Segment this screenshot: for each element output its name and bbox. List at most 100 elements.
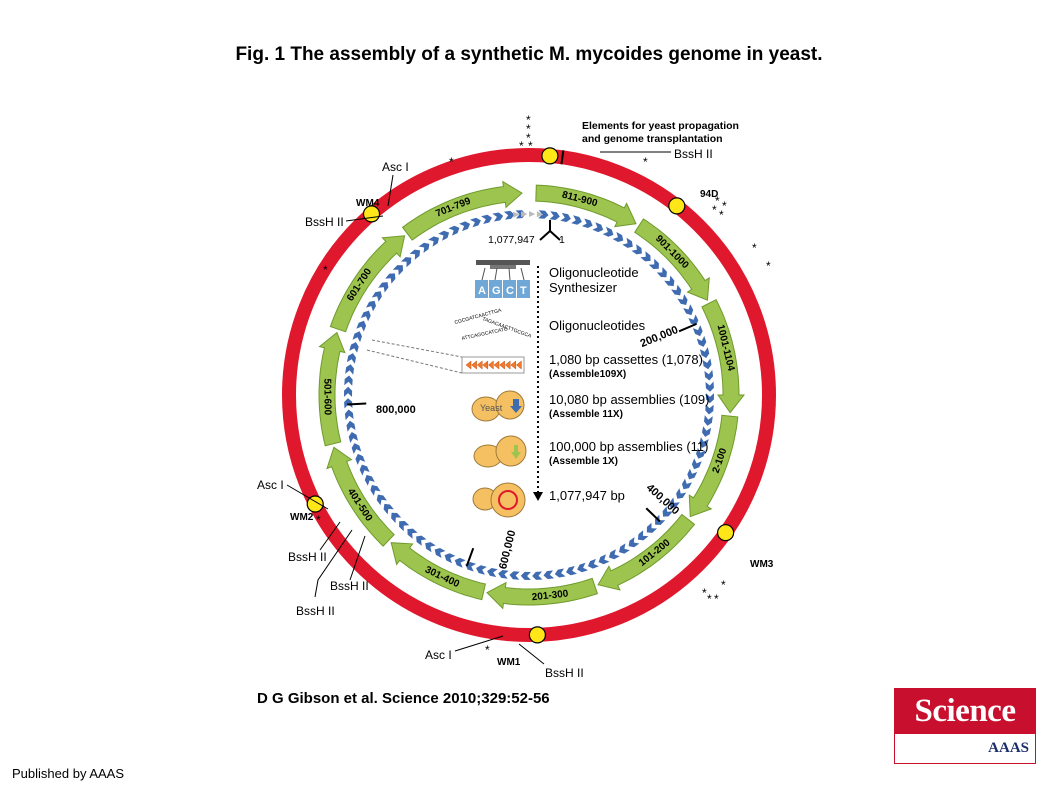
blue-cassette-arrow xyxy=(520,571,531,580)
svg-text:*: * xyxy=(526,113,531,127)
watermark-markers xyxy=(306,147,735,644)
cassette-chevron xyxy=(499,360,505,370)
coord-start-right: 1 xyxy=(559,234,565,246)
published-by: Published by AAAS xyxy=(12,766,125,781)
zoom-line-bottom xyxy=(366,349,463,374)
blue-cassette-arrow xyxy=(360,310,371,322)
blue-cassette-arrow xyxy=(677,294,688,305)
site-marker xyxy=(528,626,547,644)
blue-cassette-arrow xyxy=(503,210,515,220)
blue-cassette-arrow xyxy=(428,236,439,247)
blue-cassette-arrow xyxy=(487,568,498,578)
site-marker xyxy=(716,524,735,542)
blue-cassette-arrow xyxy=(560,212,571,222)
vector-arrow xyxy=(529,211,536,217)
blue-cassette-arrow xyxy=(364,474,375,486)
yeast-cell-3 xyxy=(472,482,526,518)
blue-cassette-arrow xyxy=(344,409,354,421)
svg-text:*: * xyxy=(712,203,717,217)
blue-cassette-arrow xyxy=(476,565,487,575)
elements-label-line2: and genome transplantation xyxy=(582,133,723,145)
blue-cassette-arrow xyxy=(566,566,577,576)
blue-cassette-arrow xyxy=(344,386,353,397)
blue-cassette-arrow xyxy=(608,549,620,560)
svg-text:*: * xyxy=(752,241,757,255)
asc-wm4-leader xyxy=(387,174,394,207)
coord-tick xyxy=(678,322,697,333)
blue-cassette-arrow xyxy=(702,426,712,437)
blue-cassette-arrow xyxy=(682,478,692,490)
synthesizer-icon xyxy=(475,260,530,298)
cassette-chevron xyxy=(471,360,477,370)
coord-tick xyxy=(645,507,661,523)
vector-arrow xyxy=(521,211,528,218)
svg-text:*: * xyxy=(722,199,727,213)
blue-cassette-arrow xyxy=(691,458,702,470)
blue-cassette-arrow xyxy=(416,535,427,546)
science-logo[interactable]: Science AAAS xyxy=(894,688,1036,764)
yeast-cell-1 xyxy=(471,390,525,422)
blue-cassette-arrow xyxy=(702,358,712,370)
svg-text:*: * xyxy=(323,263,328,277)
svg-text:*: * xyxy=(707,592,712,606)
blue-cassette-arrow xyxy=(538,210,549,219)
synth-letter-c: C xyxy=(506,285,514,297)
blue-cassette-arrow xyxy=(359,464,370,476)
blue-cassette-arrow xyxy=(399,521,410,532)
blue-cassette-arrow xyxy=(700,347,710,358)
svg-text:*: * xyxy=(702,586,707,600)
svg-text:*: * xyxy=(766,259,771,273)
coord-start-left: 1,077,947 xyxy=(488,234,535,246)
cassette-chevron xyxy=(515,360,522,370)
bssh-wm1-leader xyxy=(518,643,545,665)
cassette-arrows xyxy=(465,360,522,370)
asc-wm1-label: Asc I xyxy=(425,648,452,662)
oligo-seq-3: ATTCAGGCATCATG xyxy=(461,326,508,342)
blue-cassette-arrow xyxy=(409,249,421,260)
green-segment-101-200 xyxy=(597,513,696,591)
blue-cassette-arrow xyxy=(664,275,675,287)
blue-cassette-arrow xyxy=(444,553,456,564)
green-segment-701-799 xyxy=(401,180,523,241)
blue-cassette-arrow xyxy=(378,282,389,293)
blue-cassette-arrow xyxy=(554,568,566,578)
green-segment-501-600 xyxy=(318,331,346,447)
bssh-wm4-leader xyxy=(345,215,384,222)
wm2-label: WM2 xyxy=(290,512,314,523)
wm3-label: WM3 xyxy=(750,559,774,570)
aaas-wordmark: AAAS xyxy=(988,740,1029,756)
step-5-sub: (Assemble 1X) xyxy=(549,456,618,467)
svg-text:*: * xyxy=(719,208,724,222)
site-marker xyxy=(306,495,324,513)
bssh-wm2a-label: BssH II xyxy=(288,550,327,564)
blue-cassette-arrow xyxy=(438,230,450,241)
cassette-chevron xyxy=(465,360,472,370)
step-2-text: Oligonucleotides xyxy=(549,318,646,333)
coord-800000: 800,000 xyxy=(376,404,416,416)
blue-cassette-arrow xyxy=(344,375,353,386)
green-segment-2-100 xyxy=(688,414,739,518)
blue-cassette-arrow xyxy=(592,222,604,233)
blue-cassette-arrow xyxy=(669,497,680,508)
site-marker xyxy=(541,147,559,165)
cassette-chevron xyxy=(493,360,500,370)
blue-cassette-arrow xyxy=(705,381,714,392)
blue-cassette-arrow xyxy=(355,453,366,465)
blue-cassette-arrow xyxy=(688,314,699,326)
asc-wm2-leader xyxy=(286,484,329,510)
blue-cassette-arrow xyxy=(348,432,358,443)
bssh-wm2c-label: BssH II xyxy=(296,604,335,618)
cassette-chevron xyxy=(510,360,517,370)
blue-cassette-arrow xyxy=(376,494,387,506)
synth-letter-a: A xyxy=(478,285,486,297)
blue-cassette-arrow xyxy=(366,300,376,312)
synth-letter-g: G xyxy=(492,285,501,297)
svg-text:*: * xyxy=(526,122,531,136)
blue-cassette-arrow xyxy=(344,398,353,409)
svg-text:*: * xyxy=(528,139,533,153)
step-4-sub: (Assemble 11X) xyxy=(549,409,623,420)
blue-cassette-arrow xyxy=(351,443,362,454)
blue-cassette-arrow xyxy=(705,393,714,404)
blue-cassette-arrow xyxy=(646,522,657,533)
